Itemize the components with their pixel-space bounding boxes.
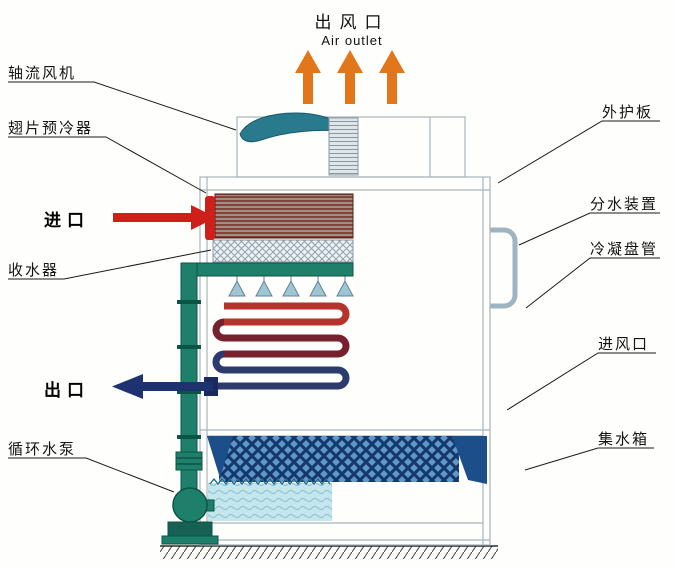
up-arrow xyxy=(295,50,321,104)
spray-header-pipe xyxy=(180,262,354,277)
label-outer-casing: 外护板 xyxy=(602,104,654,121)
leader-axial-fan xyxy=(8,81,237,131)
basin-mesh xyxy=(219,436,459,482)
leader-lines xyxy=(8,81,660,493)
basin-funnel-right xyxy=(452,436,487,484)
pipe-flange xyxy=(177,300,201,304)
outlet-arrow xyxy=(112,374,218,399)
fin-precooler-coil xyxy=(205,193,354,240)
pipe-flange xyxy=(177,390,201,394)
leader-water-tank xyxy=(524,447,654,471)
circulating-pump-body xyxy=(161,451,219,545)
up-arrow xyxy=(337,50,363,104)
label-condenser-coil: 冷凝盘管 xyxy=(590,241,659,258)
leader-outer-casing xyxy=(497,120,660,184)
drift-eliminator-mesh xyxy=(212,239,354,263)
label-water-tank: 集水箱 xyxy=(598,431,650,448)
tower-outline xyxy=(199,116,491,546)
basin-funnel-left xyxy=(207,436,233,478)
air-outlet-label-zh: 出风口 xyxy=(314,13,390,32)
spray-nozzles xyxy=(228,276,354,297)
label-fin-precooler: 翅片预冷器 xyxy=(8,120,94,137)
spray-water-circuit xyxy=(161,262,354,545)
leader-circulating-pump xyxy=(8,457,175,493)
basin-water xyxy=(208,483,332,521)
water-surface xyxy=(209,477,331,486)
inlet-arrow xyxy=(113,205,216,230)
pipe-flange xyxy=(177,345,201,349)
leader-condenser-coil xyxy=(525,257,660,309)
leader-water-collector xyxy=(8,249,212,280)
condenser-coil-serpentine xyxy=(212,302,350,390)
water-basin xyxy=(207,436,487,521)
label-circulating-pump: 循环水泵 xyxy=(8,441,77,458)
leader-air-inlet xyxy=(506,352,656,411)
up-arrow xyxy=(379,50,405,104)
air-outlet-arrows xyxy=(295,50,405,104)
label-inlet-port: 进口 xyxy=(44,211,90,230)
pipe-flange xyxy=(177,435,201,439)
label-outlet-port: 出口 xyxy=(44,381,90,400)
label-axial-fan: 轴流风机 xyxy=(8,65,77,82)
leader-fin-precooler xyxy=(8,136,207,194)
coil-pass-hot xyxy=(224,302,350,326)
coil-pass-cold xyxy=(212,350,350,390)
water-distributor-pipe xyxy=(490,227,518,309)
leader-water-distributor xyxy=(518,212,660,246)
label-water-distributor: 分水装置 xyxy=(590,196,659,213)
air-outlet-label-en: Air outlet xyxy=(321,33,383,48)
coil-pass-mid xyxy=(212,318,350,358)
label-water-collector: 收水器 xyxy=(8,262,60,279)
ground-hatch xyxy=(160,545,498,559)
fan-motor xyxy=(328,117,359,176)
label-air-inlet: 进风口 xyxy=(598,336,650,353)
